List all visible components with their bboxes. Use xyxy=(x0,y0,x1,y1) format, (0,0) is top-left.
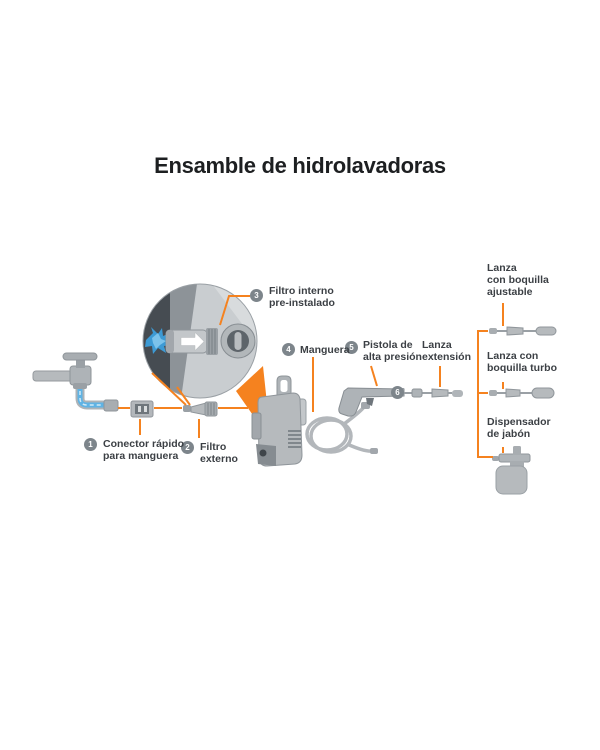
label-soap-dispenser: Dispensador de jabón xyxy=(487,416,551,440)
quick-connector-icon xyxy=(130,400,154,418)
label-external-filter: Filtro externo xyxy=(200,441,238,465)
magnified-internal-filter-icon xyxy=(142,283,258,399)
badge-1: 1 xyxy=(84,438,97,451)
badge-5: 5 xyxy=(345,341,358,354)
adjustable-nozzle-lance-icon xyxy=(489,326,557,336)
callout-lines xyxy=(118,295,441,438)
label-spray-gun: Pistola de alta presión xyxy=(363,339,422,363)
soap-dispenser-icon xyxy=(492,446,531,495)
label-adjustable-lance: Lanza con boquilla ajustable xyxy=(487,262,549,298)
label-quick-connector: Conector rápido para manguera xyxy=(103,438,185,462)
pressure-washer-icon xyxy=(251,375,307,467)
badge-2: 2 xyxy=(181,441,194,454)
label-extension-lance: Lanza extensión xyxy=(422,339,472,363)
label-turbo-lance: Lanza con boquilla turbo xyxy=(487,350,557,374)
accessory-bracket xyxy=(477,303,504,458)
hose-coil-icon xyxy=(305,405,373,454)
badge-3: 3 xyxy=(250,289,263,302)
extension-lance-icon xyxy=(404,388,463,398)
label-hose: Manguera xyxy=(300,344,350,356)
external-filter-icon xyxy=(183,401,218,417)
turbo-nozzle-lance-icon xyxy=(489,387,555,399)
page-title: Ensamble de hidrolavadoras xyxy=(154,153,446,178)
faucet-icon xyxy=(32,352,119,412)
badge-6: 6 xyxy=(391,386,404,399)
label-internal-filter: Filtro interno pre-instalado xyxy=(269,285,335,309)
badge-4: 4 xyxy=(282,343,295,356)
